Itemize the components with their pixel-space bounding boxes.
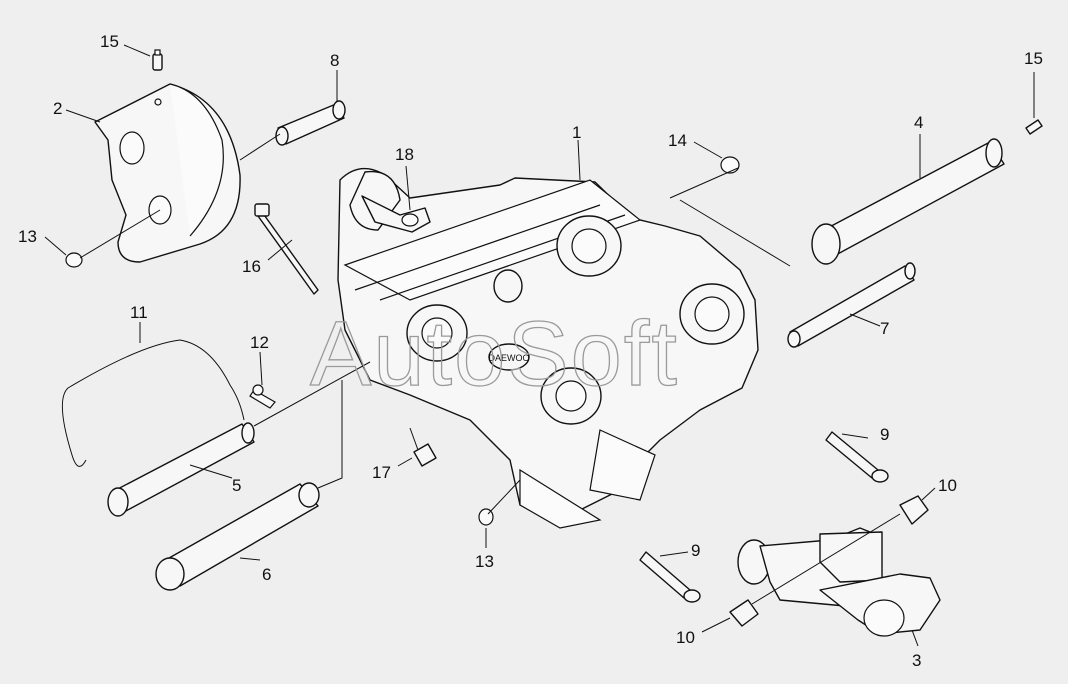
- part-12-clip-pin: [249, 384, 276, 409]
- callout-9-upper: 9: [880, 425, 889, 444]
- callout-4: 4: [914, 113, 923, 132]
- part-14-circlip-upper: [720, 156, 740, 174]
- callout-6: 6: [262, 565, 271, 584]
- callout-15-left: 15: [100, 32, 119, 51]
- part-13-circlip-left: [65, 252, 83, 268]
- part-11-lanyard-wire: [61, 339, 245, 467]
- callout-labels: 15 2 8 13 18 1 14 15 4 16 11 12 7 5 17 9…: [18, 32, 1043, 670]
- callout-7: 7: [880, 319, 889, 338]
- part-10-elbow-lower: [729, 599, 759, 627]
- part-1-coupler-body: DAEWOO: [337, 167, 759, 529]
- callout-13-lower: 13: [475, 552, 494, 571]
- callout-3: 3: [912, 651, 921, 670]
- part-15-grease-nipple-right: [1025, 119, 1043, 135]
- callout-11: 11: [130, 303, 148, 322]
- part-4-large-pin: [811, 138, 1005, 265]
- callout-9-lower: 9: [691, 541, 700, 560]
- part-8-short-pin: [275, 100, 346, 146]
- callout-13-left: 13: [18, 227, 37, 246]
- part-5-lanyard-pin: [107, 422, 255, 517]
- callout-5: 5: [232, 476, 241, 495]
- callout-10-lower: 10: [676, 628, 695, 647]
- part-16-long-bolt: [254, 203, 319, 295]
- callout-12: 12: [250, 333, 269, 352]
- part-6-lower-pin: [155, 482, 320, 591]
- part-9-hose-fitting-lower: [639, 551, 701, 603]
- leader-lines: [44, 44, 1035, 647]
- part-3-hydraulic-cylinder: [737, 527, 941, 637]
- callout-17: 17: [372, 463, 391, 482]
- callout-15-right: 15: [1024, 49, 1043, 68]
- part-2-hook-bracket: [94, 83, 241, 263]
- callout-8: 8: [330, 51, 339, 70]
- part-17-bushing: [413, 443, 437, 467]
- callout-14: 14: [668, 131, 687, 150]
- part-7-long-pin: [787, 262, 916, 348]
- part-15-grease-nipple-left: [152, 49, 163, 71]
- watermark: AutoSoft: [310, 303, 679, 405]
- callout-16: 16: [242, 257, 261, 276]
- coupler-plate-text: DAEWOO: [488, 353, 529, 363]
- callout-1: 1: [572, 123, 581, 142]
- callout-10-upper: 10: [938, 476, 957, 495]
- part-9-hose-fitting-upper: [825, 431, 889, 483]
- callout-2: 2: [53, 99, 62, 118]
- part-18-latch-hook: [361, 195, 431, 233]
- callout-18: 18: [395, 145, 414, 164]
- part-10-elbow-upper: [899, 495, 929, 525]
